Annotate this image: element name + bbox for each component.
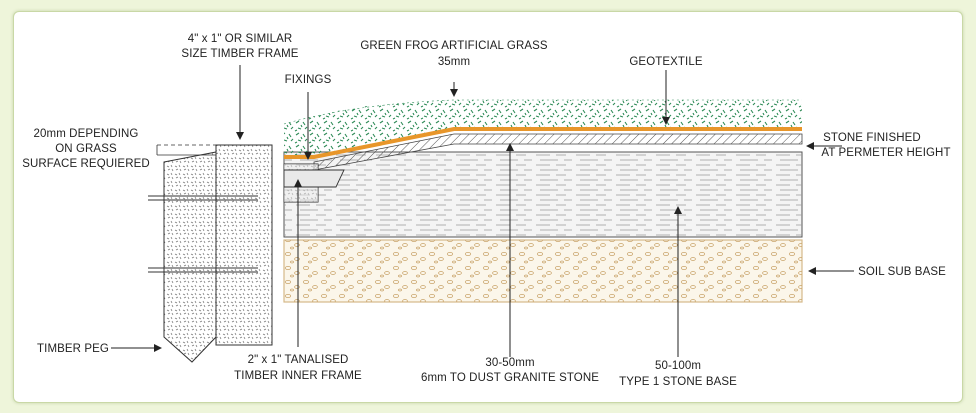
grass-surface-line	[283, 99, 802, 125]
artificial-grass-layer	[284, 100, 802, 155]
cross-section-diagram: GREEN FROG ARTIFICIAL GRASS 35mm GEOTEXT…	[22, 33, 950, 388]
label-timber-frame-line1: 4" x 1" OR SIMILAR	[188, 33, 293, 45]
label-depth-line2: ON GRASS	[55, 143, 117, 155]
label-grass-line1: GREEN FROG ARTIFICIAL GRASS	[360, 40, 548, 52]
label-depth-line3: SURFACE REQUIERED	[22, 158, 150, 170]
label-depth-line1: 20mm DEPENDING	[34, 128, 139, 140]
timber-frame	[215, 144, 273, 346]
geotextile-layer	[284, 127, 802, 159]
label-stone-finished-line2: AT PERMETER HEIGHT	[821, 147, 950, 159]
label-inner-frame-line1: 2" x 1" TANALISED	[248, 354, 349, 366]
label-timber-peg: TIMBER PEG	[37, 343, 109, 355]
label-grass-line2: 35mm	[438, 56, 470, 68]
label-soil-sub-base: SOIL SUB BASE	[858, 266, 946, 278]
diagram-frame: GREEN FROG ARTIFICIAL GRASS 35mm GEOTEXT…	[13, 11, 963, 403]
label-type1-line1: 50-100m	[655, 360, 701, 372]
label-granite-line2: 6mm TO DUST GRANITE STONE	[421, 372, 599, 384]
fixing-wedge	[283, 169, 345, 188]
soil-texture	[284, 240, 802, 302]
label-timber-frame-line2: SIZE TIMBER FRAME	[181, 48, 298, 60]
stone-texture	[284, 152, 802, 237]
timber-peg	[163, 151, 217, 363]
label-granite-line1: 30-50mm	[485, 357, 534, 369]
label-fixings: FIXINGS	[285, 74, 332, 86]
label-stone-finished-line1: STONE FINISHED	[823, 132, 921, 144]
label-type1-line2: TYPE 1 STONE BASE	[619, 376, 737, 388]
label-geotextile: GEOTEXTILE	[629, 56, 702, 68]
label-inner-frame-line2: TIMBER INNER FRAME	[234, 370, 362, 382]
